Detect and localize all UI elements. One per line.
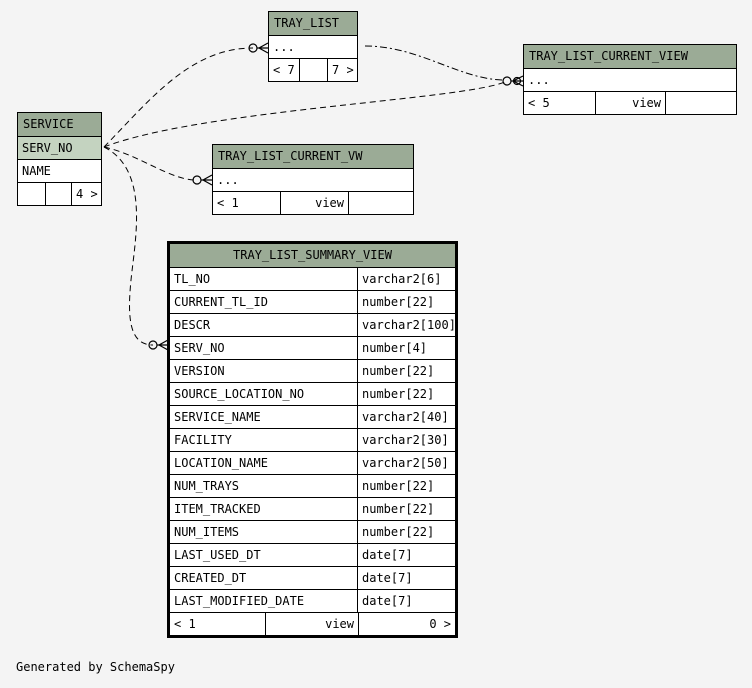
column-type: date[7] <box>362 594 413 608</box>
column-row: CURRENT_TL_ID number[22] <box>170 291 455 314</box>
column-type: number[22] <box>362 364 435 378</box>
row-count <box>300 59 328 81</box>
column-row: SERVICE_NAME varchar2[40] <box>170 406 455 429</box>
column-row: VERSION number[22] <box>170 360 455 383</box>
table-tray-list-summary-view[interactable]: TRAY_LIST_SUMMARY_VIEW TL_NO varchar2[6] C… <box>167 241 458 638</box>
table-header: TRAY_LIST_CURRENT_VIEW <box>524 45 736 69</box>
relation-line-service-summaryview <box>103 146 154 346</box>
relation-line-service-currentview <box>103 81 506 148</box>
table-type: view <box>281 192 349 214</box>
column-row: SERV_NO number[4] <box>170 337 455 360</box>
column-name: LAST_USED_DT <box>170 544 358 566</box>
generated-by-text: Generated by SchemaSpy <box>16 660 175 674</box>
column-row: LAST_MODIFIED_DATE date[7] <box>170 590 455 613</box>
column-type: number[22] <box>362 502 435 516</box>
relation-line-traylist-currentview <box>364 45 506 81</box>
table-row: ... <box>269 36 357 59</box>
column-row: NUM_ITEMS number[22] <box>170 521 455 544</box>
column-type: date[7] <box>362 571 413 585</box>
table-type: view <box>596 92 666 114</box>
children-count: 4 > <box>76 187 98 201</box>
children-count <box>349 192 413 214</box>
column-row: TL_NO varchar2[6] <box>170 268 455 291</box>
column-name: ITEM_TRACKED <box>170 498 358 520</box>
table-footer: < 1 view <box>213 192 413 214</box>
column-type: number[4] <box>362 341 428 355</box>
relation-line-service-traylist <box>103 47 254 148</box>
table-footer: < 7 7 > <box>269 59 357 81</box>
column-type: varchar2[50] <box>362 456 449 470</box>
column-name: LOCATION_NAME <box>170 452 358 474</box>
crows-foot-markers <box>148 42 524 351</box>
column-name: TL_NO <box>170 268 358 290</box>
table-tray-list-current-view[interactable]: TRAY_LIST_CURRENT_VIEW ... < 5 view <box>523 44 737 115</box>
column-name: SERVICE_NAME <box>170 406 358 428</box>
parents-count: < 1 <box>213 192 281 214</box>
table-header: TRAY_LIST_CURRENT_VW <box>213 145 413 169</box>
column-type: varchar2[30] <box>362 433 449 447</box>
column-row: CREATED_DT date[7] <box>170 567 455 590</box>
column-row: LOCATION_NAME varchar2[50] <box>170 452 455 475</box>
column-row: LAST_USED_DT date[7] <box>170 544 455 567</box>
column-type: number[22] <box>362 387 435 401</box>
table-tray-list-current-vw[interactable]: TRAY_LIST_CURRENT_VW ... < 1 view <box>212 144 414 215</box>
table-row: NAME <box>18 160 101 183</box>
relation-line-service-currentvw <box>103 146 197 181</box>
row-count <box>46 183 72 205</box>
table-footer: 4 > <box>18 183 101 205</box>
column-list: TL_NO varchar2[6] CURRENT_TL_ID number[22] D… <box>170 268 455 613</box>
column-name: NUM_ITEMS <box>170 521 358 543</box>
column-name: NUM_TRAYS <box>170 475 358 497</box>
column-type: date[7] <box>362 548 413 562</box>
column-name: CURRENT_TL_ID <box>170 291 358 313</box>
column-name: SERV_NO <box>170 337 358 359</box>
column-type: number[22] <box>362 525 435 539</box>
table-row: ... <box>524 69 736 92</box>
table-footer: < 5 view <box>524 92 736 114</box>
table-type: view <box>266 613 359 635</box>
table-footer: < 1 view 0 > <box>170 613 455 635</box>
column-type: varchar2[100] <box>362 318 455 332</box>
children-count: 0 > <box>429 617 451 631</box>
column-row: SOURCE_LOCATION_NO number[22] <box>170 383 455 406</box>
parents-count: < 7 <box>269 59 300 81</box>
table-service[interactable]: SERVICE SERV_NO NAME 4 > <box>17 112 102 206</box>
children-count <box>666 92 736 114</box>
column-row: ITEM_TRACKED number[22] <box>170 498 455 521</box>
column-name: FACILITY <box>170 429 358 451</box>
parents-count: < 1 <box>170 613 266 635</box>
table-header: SERVICE <box>18 113 101 137</box>
children-count: 7 > <box>332 63 354 77</box>
column-row: DESCR varchar2[100] <box>170 314 455 337</box>
column-name: LAST_MODIFIED_DATE <box>170 590 358 612</box>
column-row: NUM_TRAYS number[22] <box>170 475 455 498</box>
column-row: FACILITY varchar2[30] <box>170 429 455 452</box>
column-type: varchar2[6] <box>362 272 442 286</box>
column-name: SOURCE_LOCATION_NO <box>170 383 358 405</box>
parents-count <box>18 183 46 205</box>
table-row: SERV_NO <box>18 137 101 160</box>
column-type: varchar2[40] <box>362 410 449 424</box>
column-type: number[22] <box>362 479 435 493</box>
column-type: number[22] <box>362 295 435 309</box>
column-name: DESCR <box>170 314 358 336</box>
table-tray-list[interactable]: TRAY_LIST ... < 7 7 > <box>268 11 358 82</box>
table-row: ... <box>213 169 413 192</box>
column-name: VERSION <box>170 360 358 382</box>
table-header: TRAY_LIST <box>269 12 357 36</box>
table-header: TRAY_LIST_SUMMARY_VIEW <box>170 244 455 268</box>
parents-count: < 5 <box>524 92 596 114</box>
column-name: CREATED_DT <box>170 567 358 589</box>
